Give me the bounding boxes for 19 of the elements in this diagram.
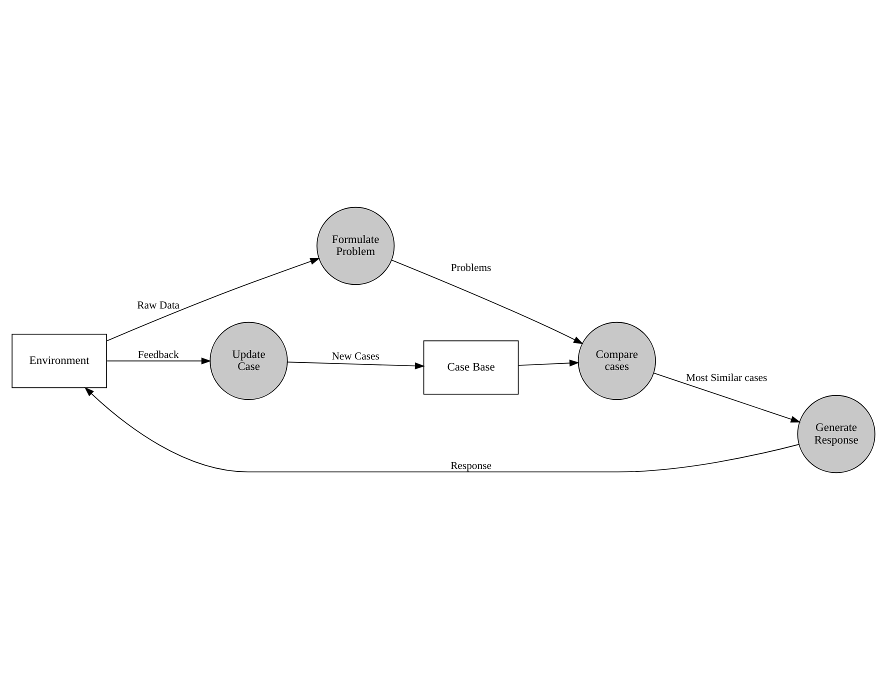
edge-label: Raw Data [137, 300, 180, 312]
node-circle: Compare cases [578, 322, 656, 400]
node-circle: Generate Response [797, 395, 876, 474]
edge-label: Response [450, 460, 492, 472]
arrow [106, 258, 320, 342]
edge-label: Most Similar cases [686, 372, 768, 384]
arrow [391, 260, 584, 344]
node-box: Case Base [423, 340, 519, 395]
arrow [106, 358, 212, 364]
edge-label: Feedback [138, 348, 179, 361]
arrow [653, 372, 801, 423]
edge-label: New Cases [332, 350, 380, 363]
node-circle: Update Case [210, 322, 288, 400]
edge-label: Problems [450, 262, 492, 274]
node-circle: Formulate Problem [316, 206, 395, 285]
node-box: Environment [12, 334, 107, 388]
arrow [287, 362, 425, 370]
arrow [84, 386, 800, 472]
arrow [518, 360, 580, 367]
